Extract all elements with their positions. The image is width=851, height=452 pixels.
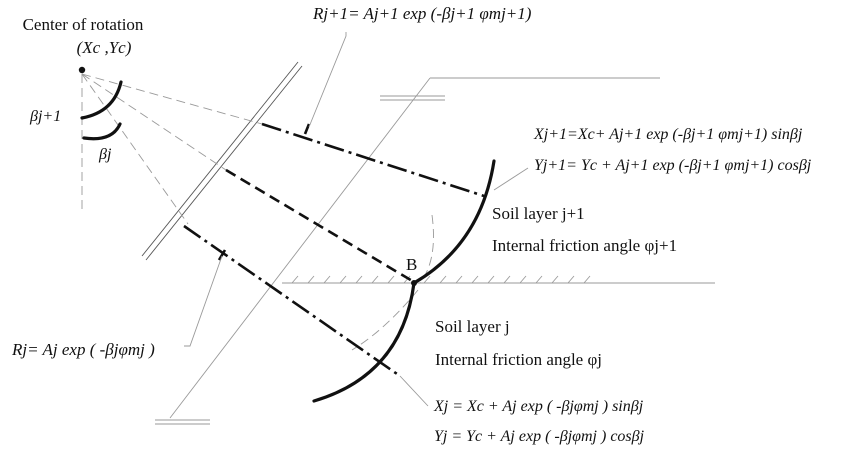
construction-rays <box>81 73 434 351</box>
angle-label-beta-j-plus-1: βj+1 <box>29 108 61 125</box>
radius-annotations: Rj+1= Aj+1 exp (-βj+1 φmj+1) Rj= Aj exp … <box>11 4 532 359</box>
slip-surface <box>312 159 496 403</box>
x-equation-j-plus-1: Xj+1=Xc+ Aj+1 exp (-βj+1 φmj+1) sinβj <box>533 126 803 143</box>
center-title: Center of rotation <box>23 15 144 34</box>
leader-radius-j <box>184 255 223 347</box>
radius-line-j-plus-1 <box>261 122 485 198</box>
leader-coords-j-plus-1 <box>493 167 529 191</box>
ray-middle <box>81 73 227 171</box>
back-slope-line <box>169 77 431 419</box>
angle-arc-beta-j-plus-1 <box>80 80 123 120</box>
wall-line-inner <box>141 61 299 257</box>
y-equation-j: Yj = Yc + Aj exp ( -βjφmj ) cosβj <box>434 428 645 445</box>
ray-arc-lower <box>351 289 419 351</box>
radius-equation-j-plus-1: Rj+1= Aj+1 exp (-βj+1 φmj+1) <box>312 4 532 23</box>
x-equation-j: Xj = Xc + Aj exp ( -βjφmj ) sinβj <box>433 398 644 415</box>
angle-markers: βj+1 βj <box>29 80 123 163</box>
radius-equation-j: Rj= Aj exp ( -βjφmj ) <box>11 340 155 359</box>
soil-layer-labels: Soil layer j+1 Internal friction angle φ… <box>406 204 677 369</box>
center-coords: (Xc ,Yc) <box>77 38 132 57</box>
layer-j-plus-1-friction: Internal friction angle φj+1 <box>492 236 677 255</box>
radius-line-j <box>183 224 401 378</box>
layer-j-plus-1-name: Soil layer j+1 <box>492 204 585 223</box>
layer-boundary-hatching <box>291 275 591 284</box>
coordinate-annotations: Xj+1=Xc+ Aj+1 exp (-βj+1 φmj+1) sinβj Yj… <box>399 126 812 445</box>
point-b-marker <box>411 280 417 286</box>
center-of-rotation: Center of rotation (Xc ,Yc) <box>23 15 144 74</box>
angle-label-beta-j: βj <box>98 146 112 163</box>
radius-tick-j <box>217 249 227 261</box>
point-b-label: B <box>406 255 417 274</box>
retaining-structure-lines <box>141 61 660 425</box>
layer-j-name: Soil layer j <box>435 317 510 336</box>
ray-upper <box>81 73 263 125</box>
ray-arc-upper <box>419 214 434 284</box>
ray-lower <box>81 73 189 225</box>
leader-radius-j-plus-1 <box>308 32 347 128</box>
angle-arc-beta-j <box>82 122 122 141</box>
soil-layer-boundary <box>282 275 715 284</box>
radius-line-boundary <box>225 168 415 284</box>
wall-line-outer <box>145 65 303 261</box>
center-point <box>78 66 86 74</box>
radius-lines <box>183 122 485 378</box>
radius-tick-j-plus-1 <box>303 123 311 135</box>
layer-j-friction: Internal friction angle φj <box>435 350 602 369</box>
spiral-arc-layer-j-plus-1 <box>412 159 496 285</box>
leader-coords-j <box>399 375 429 407</box>
spiral-arc-layer-j <box>312 281 416 403</box>
y-equation-j-plus-1: Yj+1= Yc + Aj+1 exp (-βj+1 φmj+1) cosβj <box>534 157 812 174</box>
